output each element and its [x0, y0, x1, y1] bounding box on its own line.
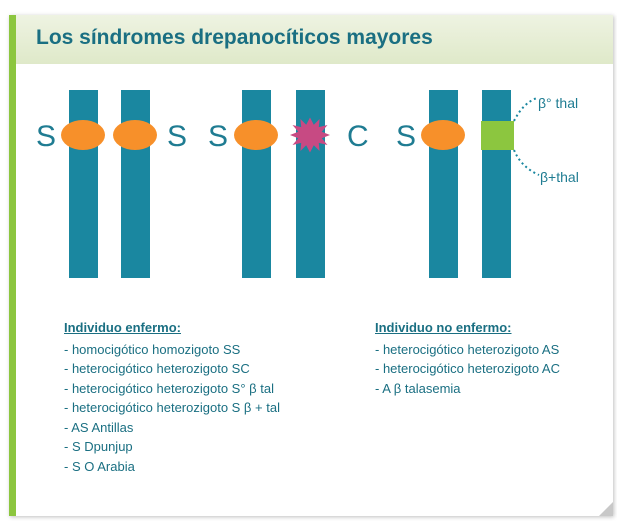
list-item: - heterocigótico heterozigoto AC: [375, 361, 560, 376]
beta-zero-thal-label: β° thal: [538, 95, 578, 111]
allele-label: S: [208, 120, 228, 153]
chromosome-diagram: S S S C S β° thal β+thal: [36, 90, 579, 278]
allele-c-star-marker: [290, 117, 330, 153]
chromosome-bar: [69, 90, 98, 278]
beta-plus-thal-label: β+thal: [540, 169, 579, 185]
allele-label: S: [396, 120, 416, 153]
affected-individual-list: Individuo enfermo: - homocigótico homozi…: [64, 318, 280, 476]
chromosome-bar: [242, 90, 271, 278]
list-item: - AS Antillas: [64, 419, 134, 435]
allele-label: S: [36, 120, 56, 153]
allele-label: S: [167, 120, 187, 153]
page-corner-fold: [599, 502, 613, 516]
thal-pointer-line: [513, 149, 540, 176]
list-item: - heterocigótico heterozigoto S° β tal: [64, 380, 274, 396]
accent-bar: [9, 15, 16, 516]
allele-s-marker: [61, 120, 105, 150]
title-band: Los síndromes drepanocíticos mayores: [16, 15, 613, 64]
allele-s-marker: [113, 120, 157, 150]
allele-s-marker: [421, 120, 465, 150]
allele-label: C: [347, 120, 369, 153]
unaffected-heading: Individuo no enfermo:: [375, 320, 512, 335]
list-item: - heterocigótico heterozigoto S β + tal: [64, 400, 280, 415]
chromosome-bar: [429, 90, 458, 278]
allele-s-marker: [234, 120, 278, 150]
list-item: - A β talasemia: [375, 380, 461, 396]
slide: Los síndromes drepanocíticos mayores S S…: [9, 15, 613, 516]
allele-thal-marker: [481, 121, 514, 150]
affected-heading: Individuo enfermo:: [64, 320, 181, 335]
unaffected-individual-list: Individuo no enfermo: - heterocigótico h…: [375, 318, 560, 398]
list-item: - heterocigótico heterozigoto SC: [64, 361, 250, 376]
chromosome-bar: [296, 90, 325, 278]
list-item: - S Dpunjup: [64, 439, 133, 454]
chromosome-bar: [482, 90, 511, 278]
list-item: - S O Arabia: [64, 458, 135, 474]
list-item: - heterocigótico heterozigoto AS: [375, 341, 560, 357]
slide-title: Los síndromes drepanocíticos mayores: [36, 26, 433, 49]
list-item: - homocigótico homozigoto SS: [64, 341, 241, 357]
thal-pointer-line: [513, 97, 538, 122]
chromosome-bar: [121, 90, 150, 278]
